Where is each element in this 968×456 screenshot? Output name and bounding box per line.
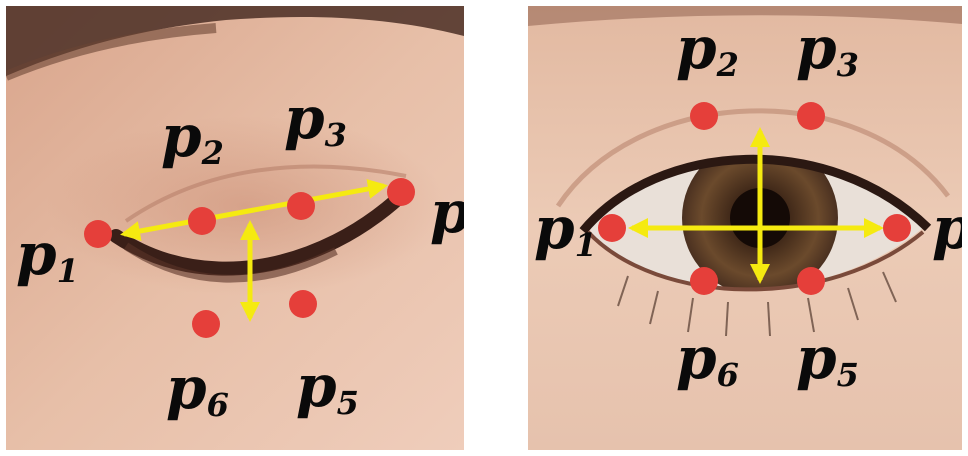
open-eye-panel: p1 p2 p3 p p5 p6 [528, 6, 962, 450]
landmark-p3 [797, 102, 825, 130]
landmark-p4 [883, 214, 911, 242]
landmark-p6 [690, 267, 718, 295]
label-p4: p [932, 194, 962, 262]
landmark-p5 [289, 290, 317, 318]
closed-eye-panel: p1 p2 p3 p p5 p6 [6, 6, 464, 450]
label-p4: p [430, 178, 464, 246]
landmark-p4 [387, 178, 415, 206]
landmark-p2 [188, 207, 216, 235]
landmark-p5 [797, 267, 825, 295]
landmark-p2 [690, 102, 718, 130]
landmark-p1 [598, 214, 626, 242]
closed-eye-photo: p1 p2 p3 p p5 p6 [6, 6, 464, 450]
landmark-p1 [84, 220, 112, 248]
open-eye-photo: p1 p2 p3 p p5 p6 [528, 6, 962, 450]
landmark-p6 [192, 310, 220, 338]
landmark-p3 [287, 192, 315, 220]
